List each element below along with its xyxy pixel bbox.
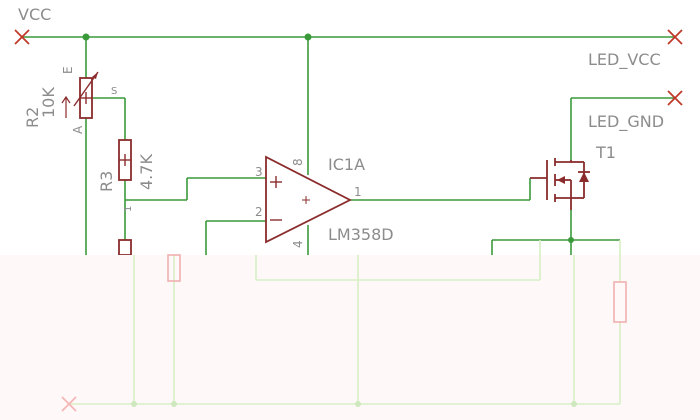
ic1a-pin-out-label: 1	[354, 185, 362, 199]
vcc-label: VCC	[18, 5, 51, 24]
r2-pin-a-label: A	[71, 125, 85, 134]
opamp-ic1a[interactable]	[265, 155, 352, 244]
ic1a-pin-minus-label: 2	[255, 205, 263, 219]
ic1a-pin-vcc-label: 8	[291, 158, 305, 166]
mosfet-t1[interactable]	[530, 158, 590, 210]
resistor-lower[interactable]	[118, 239, 132, 256]
r2-pin-e-label: E	[61, 66, 75, 74]
net-markers	[14, 29, 683, 106]
ic1a-name-label: IC1A	[328, 155, 365, 174]
resistor-r3[interactable]	[118, 139, 132, 181]
r3-value-label: 4.7K	[137, 154, 156, 190]
ic1a-part-label: LM358D	[328, 225, 394, 244]
potentiometer-r2[interactable]	[73, 71, 99, 119]
junctions	[82, 33, 574, 243]
r2-value-label: 10K	[39, 87, 58, 118]
gnd-marker-x-icon[interactable]	[61, 396, 77, 412]
faded-overlay	[0, 255, 700, 420]
led-gnd-label: LED_GND	[588, 112, 664, 132]
wires	[22, 36, 675, 255]
r3-pin-1-label: 1	[123, 206, 134, 212]
ic1a-pin-gnd-label: 4	[291, 240, 305, 248]
junction-dot	[568, 237, 574, 243]
faded-junctions	[131, 401, 577, 407]
vcc-marker-x-icon[interactable]	[14, 29, 30, 45]
r2-pin-s-label: S	[111, 86, 117, 97]
r2-name-label: R2	[23, 107, 42, 128]
ic1a-pin-plus-label: 3	[255, 165, 263, 179]
arrow-up-icon	[61, 95, 71, 118]
led-gnd-marker-x-icon[interactable]	[667, 90, 683, 106]
t1-name-label: T1	[595, 143, 616, 162]
led-vcc-label: LED_VCC	[588, 50, 661, 70]
junction-dot	[304, 33, 312, 41]
faded-resistor-2[interactable]	[613, 281, 627, 323]
r3-name-label: R3	[97, 171, 116, 192]
junction-dot	[82, 33, 90, 41]
led-vcc-marker-x-icon[interactable]	[667, 29, 683, 45]
faded-wires	[68, 240, 621, 405]
faded-resistor-1[interactable]	[167, 254, 181, 282]
